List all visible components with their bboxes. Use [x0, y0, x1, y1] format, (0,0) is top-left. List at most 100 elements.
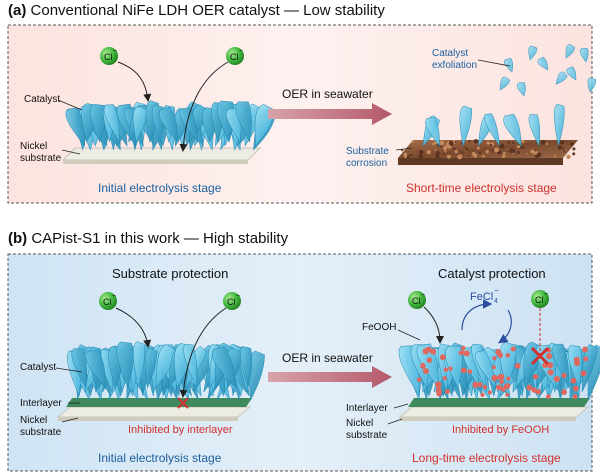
panel-a-cl-ion-left: [100, 47, 118, 65]
panel-a-arrow-label: OER in seawater: [282, 87, 373, 101]
panel-a-ion-right-charge: −: [239, 48, 243, 55]
catalyst-flake: [567, 345, 583, 389]
feooh-particle: [436, 391, 442, 397]
panel-b-process-arrow: [268, 366, 392, 388]
panel-b-ion-4-label: Cl: [535, 295, 544, 305]
feooh-particle: [561, 389, 567, 396]
feooh-particle: [480, 392, 485, 397]
feooh-particle: [583, 356, 589, 362]
feooh-particle: [491, 365, 496, 370]
corrosion-spot: [509, 148, 515, 154]
catalyst-flake: [516, 81, 526, 97]
corrosion-spot: [478, 151, 482, 155]
feooh-particle: [546, 362, 554, 369]
panel-b-nickel-label-2: substrate: [20, 427, 62, 438]
catalyst-flake: [116, 341, 134, 389]
feooh-particle: [510, 346, 516, 352]
panel-b-catalyst-label: Catalyst: [20, 362, 56, 373]
corrosion-spot: [404, 155, 408, 159]
corrosion-spot: [502, 152, 506, 155]
feooh-particle: [514, 362, 521, 369]
catalyst-flake: [499, 76, 511, 91]
panel-b-feooh-leader: [397, 329, 421, 341]
corrosion-spot: [489, 143, 493, 147]
feooh-particle: [531, 387, 537, 393]
feooh-particle: [416, 377, 422, 382]
corrosion-spot: [511, 141, 515, 145]
panel-b-cl-ion-1: [99, 292, 117, 310]
feooh-particle: [491, 374, 498, 382]
feooh-particle: [532, 374, 539, 380]
catalyst-flake: [240, 346, 253, 389]
panel-a-cl-ion-right: [226, 47, 244, 65]
corrosion-spot: [457, 154, 463, 160]
corrosion-spot: [440, 145, 443, 148]
panel-b-cl-ion-4: [531, 290, 549, 308]
catalyst-flake: [158, 107, 179, 143]
corrosion-spot: [445, 144, 449, 149]
panel-b-ion-1-label: Cl: [103, 297, 112, 307]
panel-a-tag: (a): [8, 2, 27, 19]
panel-b-ion-3-label: Cl: [412, 296, 421, 306]
feooh-particle: [443, 367, 449, 372]
corrosion-spot: [447, 145, 452, 149]
feooh-particle: [535, 389, 541, 395]
catalyst-flake: [553, 103, 565, 147]
catalyst-flake: [566, 66, 577, 81]
feooh-particle: [582, 346, 588, 353]
catalyst-flake: [579, 48, 589, 63]
feooh-particle: [426, 357, 433, 363]
corrosion-spot: [507, 140, 511, 144]
corrosion-spot: [482, 154, 485, 158]
panel-b-fecl-cycle-up: [461, 299, 493, 331]
feooh-particle: [461, 345, 466, 351]
corrosion-spot: [435, 154, 440, 159]
panel-b-right-interlayer: [408, 398, 590, 407]
catalyst-flake: [587, 77, 597, 93]
panel-a-nickel-leader: [61, 149, 81, 155]
catalyst-flake: [528, 45, 538, 61]
feooh-particle: [472, 381, 479, 388]
corrosion-spot: [521, 146, 525, 150]
panel-b-fecl-cycle-down: [498, 309, 512, 344]
corrosion-spot: [559, 140, 565, 145]
feooh-particle: [572, 394, 578, 399]
panel-b-ion-path-3: [423, 306, 444, 344]
feooh-particle: [505, 392, 510, 397]
corrosion-spot: [403, 152, 408, 157]
panel-b-left-nickel-substrate: [56, 406, 252, 421]
catalyst-flake: [71, 348, 87, 389]
corrosion-spot: [460, 142, 463, 145]
panel-a-heading: (a) Conventional NiFe LDH OER catalyst —…: [8, 2, 385, 19]
panel-a-nickel-label-1: Nickel: [20, 141, 47, 152]
corrosion-spot: [453, 147, 456, 151]
corrosion-spot: [468, 155, 470, 157]
feooh-particle: [477, 382, 483, 388]
feooh-particle: [570, 377, 577, 384]
panel-b-ion-path-1: [115, 307, 152, 348]
feooh-particle: [463, 350, 470, 357]
corrosion-spot: [562, 147, 565, 150]
corrosion-spot: [401, 149, 404, 152]
feooh-particle: [439, 354, 446, 361]
catalyst-flake: [183, 343, 198, 389]
catalyst-flake: [555, 71, 568, 85]
panel-b-interlayer-label-right: Interlayer: [346, 403, 388, 414]
corrosion-spot: [572, 152, 576, 156]
panel-b-ion-2-charge: −: [236, 293, 240, 300]
feooh-particle: [492, 356, 497, 361]
panel-b-blocked-left: [177, 397, 189, 409]
panel-b-interlayer-label: Interlayer: [20, 398, 62, 409]
corrosion-spot: [418, 154, 424, 159]
feooh-particle: [505, 352, 511, 358]
panel-b-right-nickel-substrate: [398, 406, 590, 421]
panel-a-nickel-substrate: [61, 147, 262, 164]
panel-b-stage-right: Long-time electrolysis stage: [412, 451, 561, 465]
feooh-particle: [561, 372, 567, 379]
corrosion-spot: [431, 142, 435, 146]
catalyst-flake: [212, 346, 236, 389]
panel-b-nickel-leader: [61, 417, 79, 423]
corrosion-spot: [486, 141, 490, 145]
panel-a-stage-right: Short-time electrolysis stage: [406, 181, 557, 195]
